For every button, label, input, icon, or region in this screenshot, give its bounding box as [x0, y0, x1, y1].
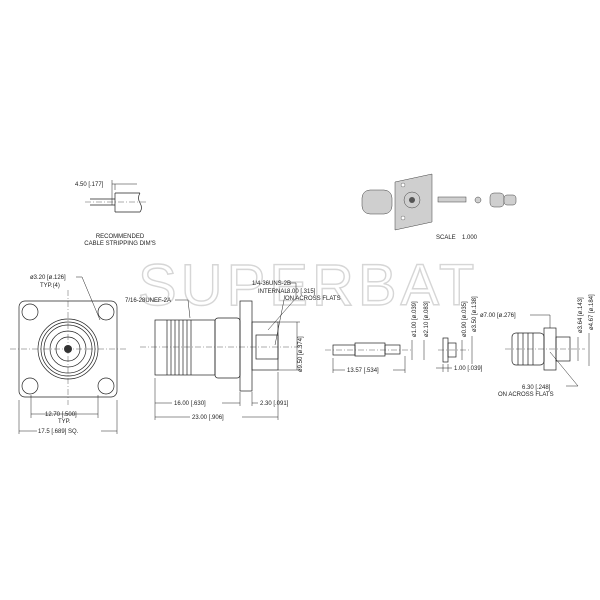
scale-label: SCALE: [436, 235, 456, 241]
ins-dia1: ø0.90 [ø.035]: [462, 301, 468, 337]
strip-dim: 4.50 [.177]: [75, 182, 104, 188]
hole-spacing: 12.70 [.500]: [45, 412, 77, 418]
rear-dia: ø9.50 [ø.374]: [298, 336, 304, 372]
front-view: ø3.20 [ø.126] TYP.(4) 12.70 [.500] TYP. …: [10, 275, 127, 435]
flats-note: ON ACROSS FLATS: [285, 296, 341, 302]
nut-dia2: ø4.67 [ø.184]: [589, 294, 595, 330]
ins-dia2: ø3.50 [ø.138]: [472, 296, 478, 332]
rear-nut: ø7.00 [ø.276] ø3.64 [ø.143] ø4.67 [ø.184…: [480, 294, 595, 398]
len-total: 23.00 [.906]: [192, 415, 224, 421]
pin-length: 13.57 [.534]: [347, 368, 379, 374]
len-rear: 2.30 [.091]: [260, 401, 289, 407]
nut-flats-note: ON ACROSS FLATS: [498, 392, 554, 398]
nut-flats: 6.30 [.248]: [522, 385, 551, 391]
side-view: 7/16-28UNEF-2A 1/4-36UNS-2B INTERNAL 8.0…: [125, 281, 341, 421]
ins-thickness: 1.00 [.039]: [454, 366, 483, 372]
insulator: ø0.90 [ø.035] ø3.50 [ø.138] 1.00 [.039]: [436, 296, 483, 372]
hole-dia: ø3.20 [ø.126]: [30, 275, 66, 281]
watermark: SUPERBAT: [138, 253, 478, 318]
thread-int: 1/4-36UNS-2B: [252, 281, 291, 287]
nut-hex-dia: ø7.00 [ø.276]: [480, 313, 516, 319]
thread-ext: 7/16-28UNEF-2A: [125, 298, 171, 304]
strip-caption-2: CABLE STRIPPING DIM'S: [84, 241, 156, 247]
scale-value: 1.000: [462, 235, 478, 241]
nut-dia1: ø3.64 [ø.143]: [578, 297, 584, 333]
exploded-iso-view: SCALE 1.000: [361, 173, 517, 241]
flange-size: 17.5 [.689] SQ.: [38, 429, 79, 435]
len-front: 16.00 [.630]: [174, 401, 206, 407]
strip-caption-1: RECOMMENDED: [96, 234, 145, 240]
flats: 8.00 [.315]: [287, 289, 316, 295]
hole-spacing-typ: TYP.: [58, 419, 71, 425]
center-pin: 13.57 [.534] ø1.00 [ø.039] ø2.10 [ø.083]: [325, 301, 430, 374]
pin-dia2: ø2.10 [ø.083]: [424, 301, 430, 337]
cable-stripping-detail: 4.50 [.177] RECOMMENDED CABLE STRIPPING …: [75, 180, 156, 247]
pin-dia1: ø1.00 [ø.039]: [412, 301, 418, 337]
hole-typ: TYP.(4): [40, 283, 60, 289]
thread-int-note: INTERNAL: [258, 289, 288, 295]
